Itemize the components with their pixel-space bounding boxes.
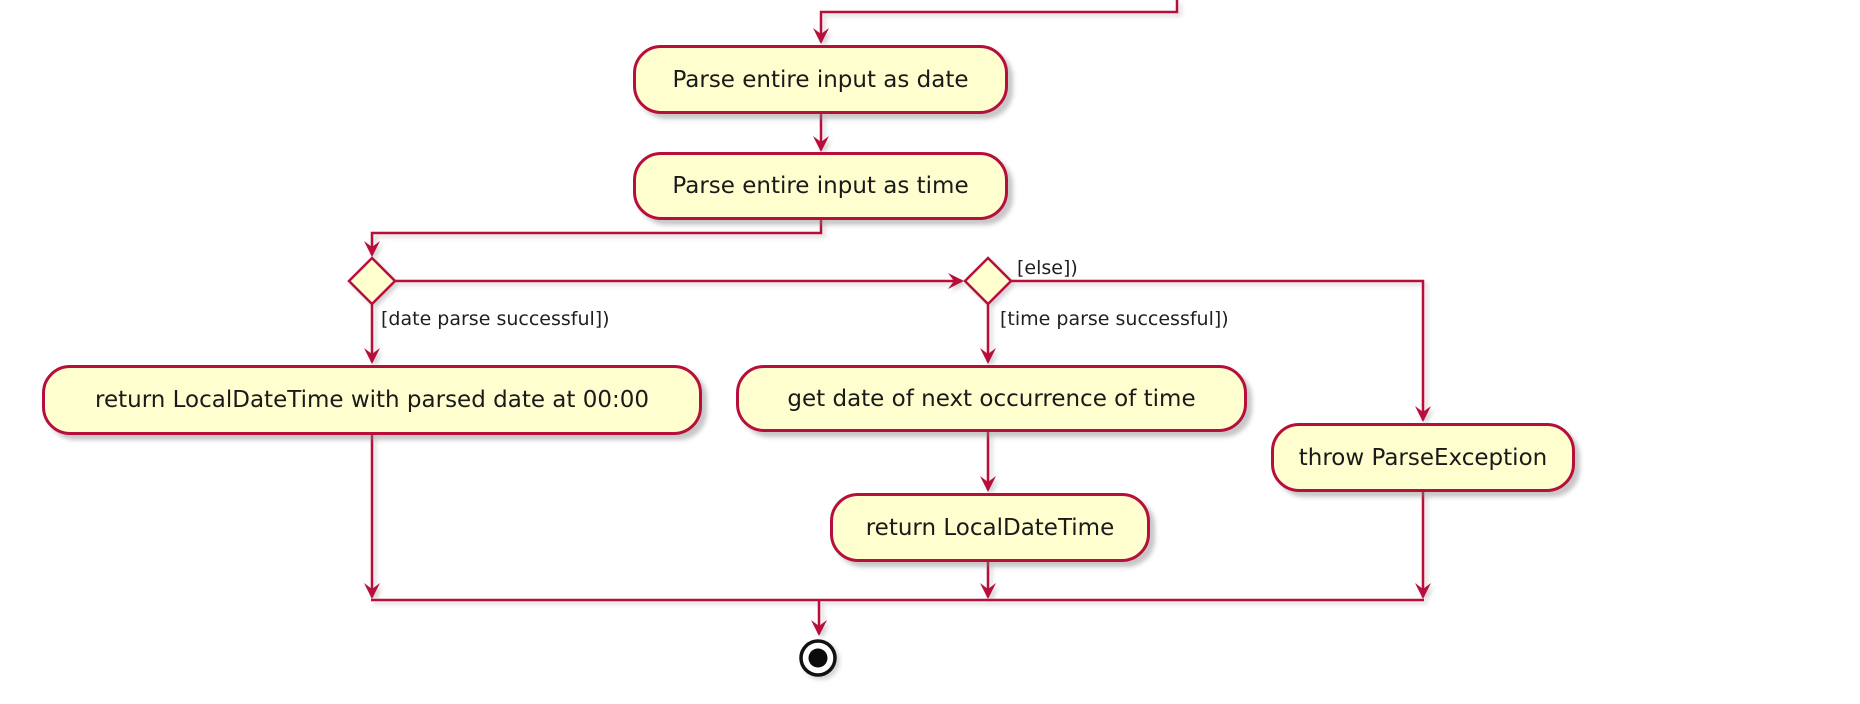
activity-node-throw-parse-exception: throw ParseException [1271,423,1575,492]
activity-node-parse-time: Parse entire input as time [633,152,1008,220]
decision-diamond-time [963,256,1013,306]
activity-final-icon [799,639,837,677]
guard-label-else: [else]) [1017,257,1078,279]
activity-node-return-midnight: return LocalDateTime with parsed date at… [42,365,702,435]
activity-node-next-occurrence: get date of next occurrence of time [736,365,1247,432]
guard-label-date-parse-successful: [date parse successful]) [381,308,610,330]
arrowheads [364,28,1431,636]
activity-node-return-localdatetime: return LocalDateTime [830,493,1150,562]
decision-diamond-date [347,256,397,306]
guard-label-time-parse-successful: [time parse successful]) [1000,308,1229,330]
edge-entry [819,0,1179,42]
activity-node-parse-date: Parse entire input as date [633,45,1008,114]
edge-time-to-decision1 [370,220,823,255]
edge-decision2-else [1011,279,1425,420]
